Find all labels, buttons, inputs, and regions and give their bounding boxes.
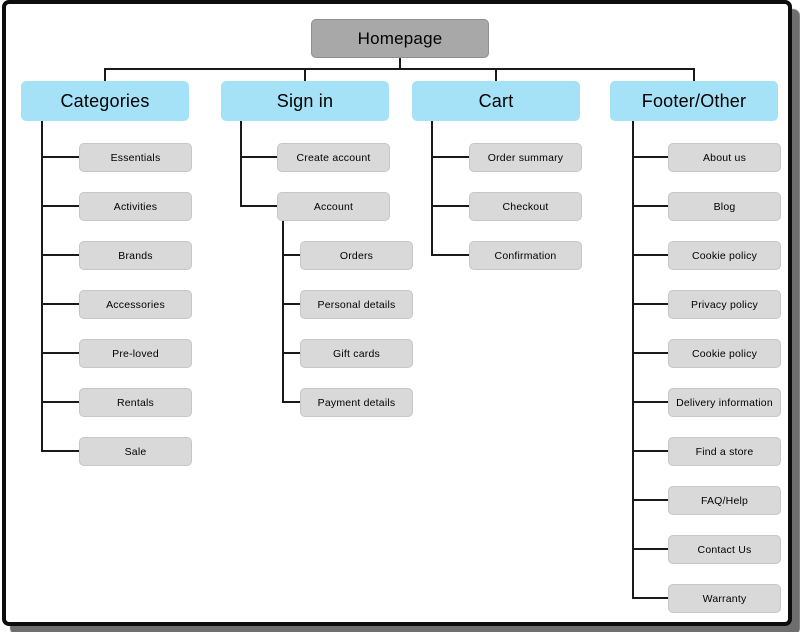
node-cookie-policy-1: Cookie policy: [668, 241, 781, 270]
node-delivery-information: Delivery information: [668, 388, 781, 417]
branch-header-sign-in: Sign in: [221, 81, 389, 121]
categories-connectors: [41, 120, 80, 452]
node-blog: Blog: [668, 192, 781, 221]
node-activities: Activities: [79, 192, 192, 221]
node-checkout: Checkout: [469, 192, 582, 221]
node-faq-help: FAQ/Help: [668, 486, 781, 515]
root-connectors: [104, 57, 695, 82]
node-about-us: About us: [668, 143, 781, 172]
branch-header-cart: Cart: [412, 81, 580, 121]
node-gift-cards: Gift cards: [300, 339, 413, 368]
branch-header-footer-other: Footer/Other: [610, 81, 778, 121]
node-find-a-store: Find a store: [668, 437, 781, 466]
node-cookie-policy-2: Cookie policy: [668, 339, 781, 368]
node-privacy-policy: Privacy policy: [668, 290, 781, 319]
node-homepage: Homepage: [311, 19, 489, 58]
node-pre-loved: Pre-loved: [79, 339, 192, 368]
node-create-account: Create account: [277, 143, 390, 172]
node-payment-details: Payment details: [300, 388, 413, 417]
cart-connectors: [431, 120, 470, 256]
node-personal-details: Personal details: [300, 290, 413, 319]
node-rentals: Rentals: [79, 388, 192, 417]
node-sale: Sale: [79, 437, 192, 466]
branch-header-categories: Categories: [21, 81, 189, 121]
node-orders: Orders: [300, 241, 413, 270]
node-essentials: Essentials: [79, 143, 192, 172]
node-warranty: Warranty: [668, 584, 781, 613]
footer-connectors: [632, 120, 669, 599]
node-order-summary: Order summary: [469, 143, 582, 172]
node-account: Account: [277, 192, 390, 221]
node-confirmation: Confirmation: [469, 241, 582, 270]
node-brands: Brands: [79, 241, 192, 270]
node-contact-us: Contact Us: [668, 535, 781, 564]
node-accessories: Accessories: [79, 290, 192, 319]
